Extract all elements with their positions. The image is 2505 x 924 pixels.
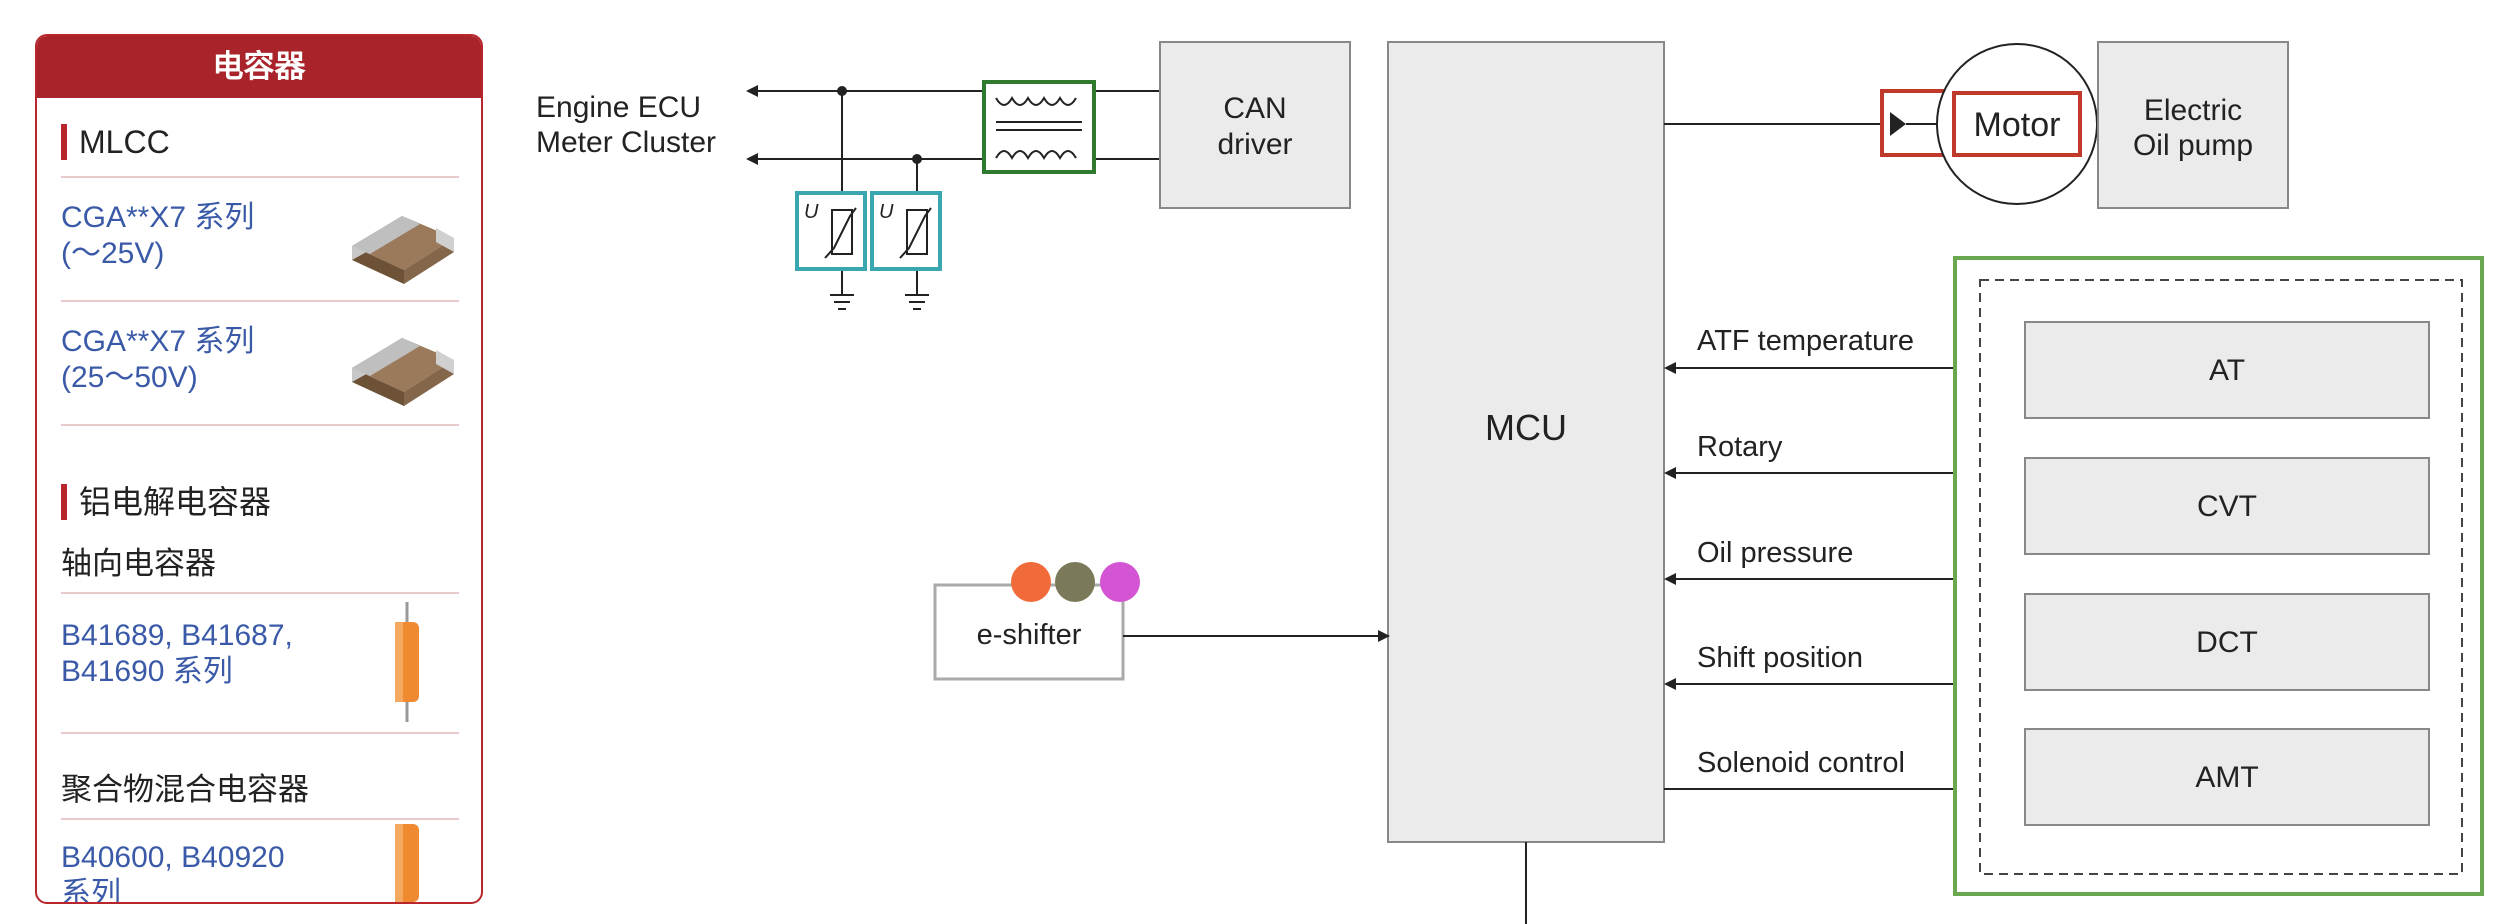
at-block (2024, 321, 2430, 419)
link-line: 系列 (61, 877, 121, 904)
oil-pressure-label: Oil pressure (1697, 537, 1853, 569)
common-mode-filter (982, 80, 1096, 174)
divider (61, 592, 459, 594)
mcu-block (1387, 41, 1665, 843)
at-label: AT (2209, 354, 2245, 387)
divider (61, 818, 459, 820)
atf-label: ATF temperature (1697, 325, 1914, 357)
capacitor-sidebar: 电容器 MLCC CGA**X7 系列 (～25V) CGA**X7 系列 (2… (35, 34, 483, 904)
dct-block (2024, 593, 2430, 691)
link-line: (～25V) (61, 237, 165, 270)
cvt-block (2024, 457, 2430, 555)
link-line: B41689, B41687, (61, 619, 293, 652)
axial-capacitor-icon (395, 602, 419, 722)
cvt-label: CVT (2197, 490, 2257, 523)
engine-ecu-label: Engine ECU (536, 91, 701, 124)
link-b41689-series[interactable]: B41689, B41687, B41690 系列 (61, 618, 293, 690)
oil-pump-label: Oil pump (2133, 129, 2253, 162)
can-driver-label: CAN (1223, 92, 1286, 125)
transmission-dashed-box (1979, 279, 2463, 875)
meter-cluster-label: Meter Cluster (536, 126, 716, 159)
mcu-label: MCU (1485, 407, 1567, 448)
rotary-label: Rotary (1697, 431, 1783, 463)
divider (61, 176, 459, 178)
mlcc-chip-icon (352, 216, 454, 284)
axial-title: 轴向电容器 (61, 546, 216, 581)
arrow-icon (1890, 112, 1906, 136)
link-line: CGA**X7 系列 (61, 201, 255, 234)
sidebar-header: 电容器 (37, 36, 481, 98)
shifter-dot-olive (1055, 562, 1095, 602)
divider (61, 732, 459, 734)
link-line: B41690 系列 (61, 655, 233, 688)
hybrid-title: 聚合物混合电容器 (61, 772, 309, 807)
amt-block (2024, 728, 2430, 826)
link-line: CGA**X7 系列 (61, 325, 255, 358)
amt-label: AMT (2195, 761, 2258, 794)
shift-position-label: Shift position (1697, 642, 1863, 674)
divider (61, 300, 459, 302)
varistor-u-label: U (804, 201, 819, 223)
section-mlcc-title: MLCC (61, 124, 170, 160)
varistor-1: U (795, 191, 867, 310)
link-cga-x7-50v[interactable]: CGA**X7 系列 (25～50V) (61, 324, 254, 396)
oil-pump-block (2097, 41, 2289, 209)
mlcc-chip-icon (352, 338, 454, 406)
divider (61, 424, 459, 426)
link-line: (25～50V) (61, 361, 198, 394)
solenoid-label: Solenoid control (1697, 747, 1905, 779)
shifter-dot-magenta (1100, 562, 1140, 602)
can-driver-block (1159, 41, 1351, 209)
varistor-2: U (870, 191, 942, 310)
motor-label: Motor (1974, 106, 2061, 144)
dct-label: DCT (2196, 626, 2258, 659)
motor-label-box (1952, 91, 2082, 157)
e-shifter-label: e-shifter (977, 619, 1082, 651)
hybrid-capacitor-icon (395, 824, 419, 902)
oil-pump-label: Electric (2144, 94, 2242, 127)
link-cga-x7-25v[interactable]: CGA**X7 系列 (～25V) (61, 200, 254, 272)
varistor-u-label: U (879, 201, 894, 223)
section-aluminum-title: 铝电解电容器 (61, 484, 271, 520)
shifter-dot-orange (1011, 562, 1051, 602)
can-driver-label: driver (1217, 128, 1292, 161)
link-line: B40600, B40920 (61, 841, 285, 874)
link-b40600-series[interactable]: B40600, B40920 系列 (61, 840, 285, 904)
